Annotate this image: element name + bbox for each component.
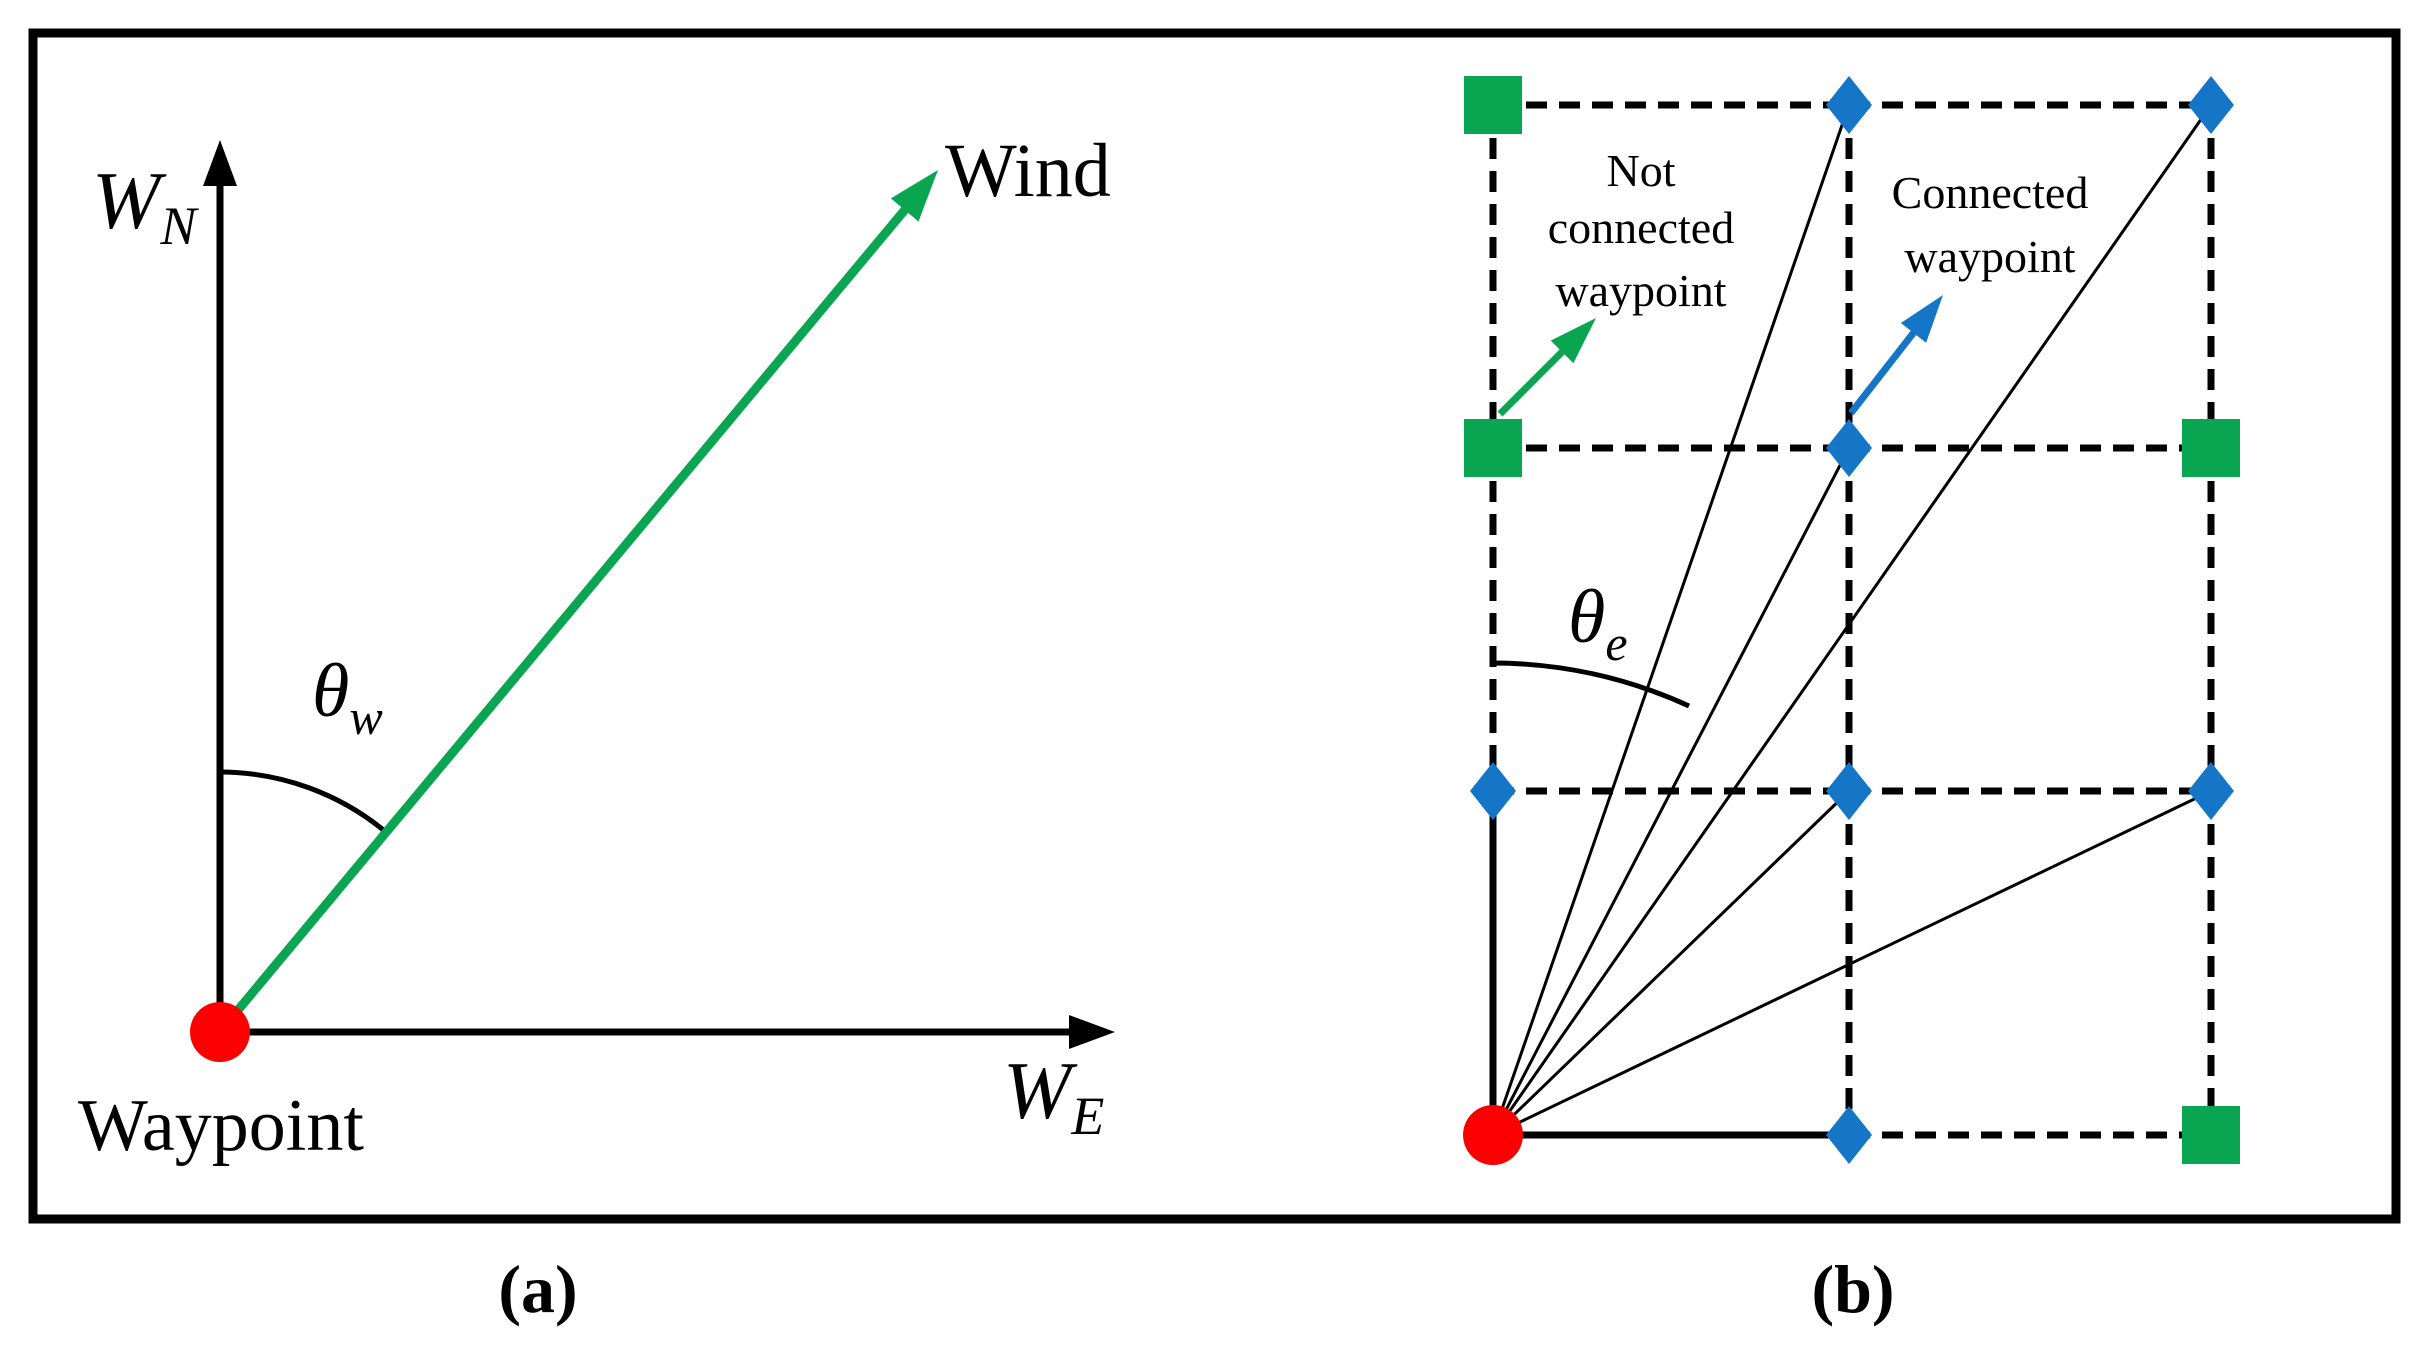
connection-line xyxy=(1491,789,1851,1137)
legend-arrow-blue-shaft xyxy=(1848,319,1926,416)
wind-angle-arc xyxy=(219,769,389,835)
legend-not-connected-line-3: waypoint xyxy=(1555,265,1726,316)
waypoint-not-connected-marker xyxy=(2182,419,2240,477)
legend-not-connected-line-2: connected xyxy=(1548,202,1734,253)
grid-angle-label: θe xyxy=(1568,575,1628,671)
caption-b: (b) xyxy=(1811,1251,1894,1327)
waypoint-not-connected-marker xyxy=(1464,76,1522,134)
connection-line xyxy=(1492,789,2212,1137)
caption-a: (a) xyxy=(498,1251,577,1327)
wind-angle-label: θw xyxy=(312,649,383,745)
waypoint-connected-marker xyxy=(1826,419,1872,477)
waypoint-connected-marker xyxy=(1826,762,1872,820)
waypoint-connected-marker xyxy=(2188,762,2234,820)
waypoint-not-connected-marker xyxy=(2182,1106,2240,1164)
east-axis-label: WE xyxy=(1003,1045,1104,1146)
legend-arrow-green-shaft xyxy=(1497,339,1575,417)
start-waypoint-marker xyxy=(1463,1105,1523,1165)
legend-connected-line-2: waypoint xyxy=(1904,231,2075,282)
connection-line xyxy=(1491,104,2213,1136)
waypoint-connected-marker xyxy=(2188,76,2234,134)
legend-not-connected-line-1: Not xyxy=(1607,145,1676,196)
north-axis-arrow-head xyxy=(203,140,237,186)
wind-vector-arrow-head xyxy=(890,170,938,222)
connection-line xyxy=(1491,104,1851,1136)
waypoint-not-connected-marker xyxy=(1464,419,1522,477)
legend-connected-line-1: Connected xyxy=(1892,167,2089,218)
wind-label: Wind xyxy=(945,129,1111,213)
connection-line xyxy=(1491,447,1851,1136)
grid-angle-arc xyxy=(1492,660,1691,709)
east-axis-arrow-head xyxy=(1069,1015,1115,1049)
waypoint-connected-marker xyxy=(1826,76,1872,134)
waypoint-connected-marker xyxy=(1470,762,1516,820)
waypoint-connected-marker xyxy=(1826,1106,1872,1164)
panel-b-graph xyxy=(1463,76,2240,1165)
waypoint-label: Waypoint xyxy=(78,1085,364,1167)
legend-arrow-blue-head xyxy=(1900,295,1943,343)
legend-arrow-green-head xyxy=(1550,318,1596,364)
waypoint-origin-marker xyxy=(190,1002,250,1062)
wind-vector-arrow-shaft xyxy=(224,195,919,1025)
north-axis-label: WN xyxy=(92,155,199,256)
figure-border xyxy=(28,28,2401,1224)
panel-a-graph xyxy=(190,140,1115,1062)
